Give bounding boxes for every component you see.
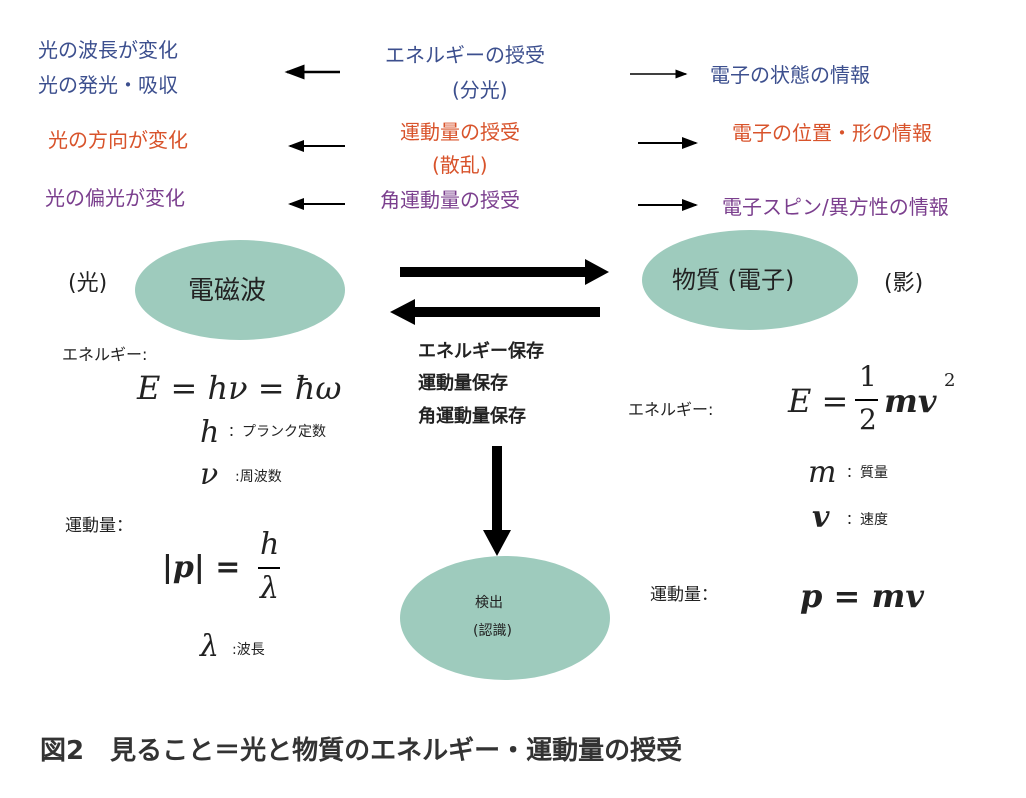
row1-center-sub: (分光) [452, 78, 508, 102]
matter-energy-label: エネルギー: [628, 400, 714, 419]
p-numerator: h [260, 527, 280, 562]
conservation-momentum: 運動量保存 [418, 373, 508, 394]
detection-line2: (認識) [473, 623, 512, 639]
thick-arrow-left [390, 299, 600, 325]
row3-left: 光の偏光が変化 [45, 186, 185, 210]
detection-line1: 検出 [475, 595, 503, 611]
thick-arrow-down [483, 446, 511, 556]
row3-center: 角運動量の授受 [380, 188, 520, 212]
matter-ellipse [642, 230, 858, 330]
row2-right: 電子の位置・形の情報 [732, 121, 932, 145]
figure-caption: 図2 見ること＝光と物質のエネルギー・運動量の授受 [40, 736, 683, 766]
row1-left-line2: 光の発光・吸収 [38, 73, 178, 97]
light-momentum-label: 運動量： [65, 516, 133, 536]
matter-label: 物質 (電子) [672, 266, 795, 294]
thick-arrow-right [400, 259, 609, 285]
row2-left: 光の方向が変化 [48, 128, 188, 152]
light-tag: (光) [68, 271, 108, 296]
lambda-desc: :波長 [232, 642, 265, 658]
e-lhs: E = [788, 382, 849, 420]
nu-desc: :周波数 [235, 469, 282, 485]
conservation-energy: エネルギー保存 [418, 341, 544, 362]
em-wave-label: 電磁波 [188, 276, 267, 306]
shadow-tag: (影) [884, 271, 924, 296]
e-denominator: 2 [859, 403, 877, 436]
h-symbol: h [200, 415, 220, 450]
v-desc: ：速度 [846, 512, 888, 528]
e-rhs: mv [884, 382, 937, 420]
light-energy-formula: E = hν = ħω [137, 369, 342, 407]
lambda-symbol: λ [200, 629, 220, 664]
row2-center-sub: (散乱) [432, 153, 488, 177]
e-numerator: 1 [859, 360, 877, 393]
row1-right: 電子の状態の情報 [710, 63, 870, 87]
row1-center: エネルギーの授受 [385, 43, 545, 67]
row2-center: 運動量の授受 [400, 120, 520, 144]
v-symbol: v [812, 500, 830, 535]
p-denominator: λ [260, 571, 280, 606]
h-desc: ：プランク定数 [228, 424, 326, 440]
m-symbol: m [808, 455, 837, 490]
nu-symbol: ν [200, 457, 219, 492]
light-energy-label: エネルギー: [62, 345, 148, 364]
p-lhs: |p| = [162, 550, 241, 585]
conservation-angular-momentum: 角運動量保存 [418, 406, 526, 427]
matter-momentum-label: 運動量： [650, 585, 718, 605]
m-desc: ：質量 [846, 465, 888, 481]
detection-ellipse [400, 556, 610, 680]
row1-left-line1: 光の波長が変化 [38, 38, 178, 62]
row3-right: 電子スピン/異方性の情報 [722, 195, 949, 219]
em-wave-ellipse [135, 240, 345, 340]
e-exponent: 2 [944, 370, 956, 391]
matter-momentum-formula: p = mv [800, 577, 924, 615]
